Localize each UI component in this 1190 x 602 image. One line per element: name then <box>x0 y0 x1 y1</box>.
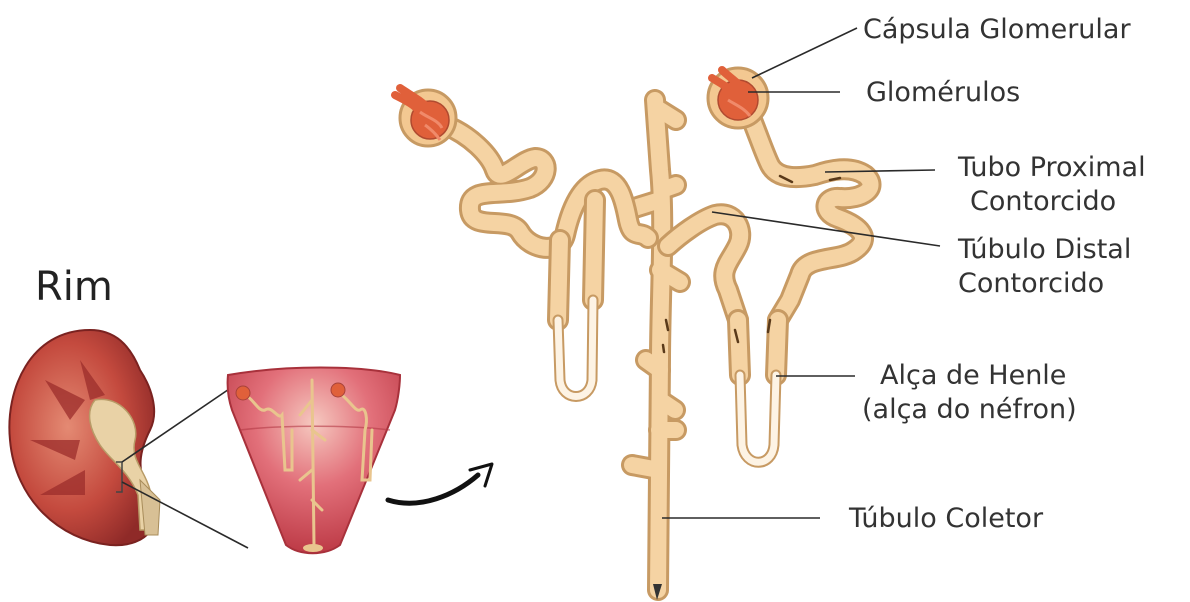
nephron-illustration <box>395 68 871 600</box>
renal-pyramid-inset <box>228 368 400 554</box>
zoom-arrow <box>388 464 492 503</box>
kidney-title: Rim <box>35 264 113 310</box>
label-tubo-proximal-2: Contorcido <box>970 186 1116 217</box>
label-glomerulos: Glomérulos <box>866 77 1020 108</box>
kidney-illustration <box>9 330 160 545</box>
label-alca-henle-2: (alça do néfron) <box>862 394 1077 425</box>
label-tubulo-distal-2: Contorcido <box>958 268 1104 299</box>
label-tubo-proximal-1: Tubo Proximal <box>957 152 1146 183</box>
label-tubulo-distal-1: Túbulo Distal <box>957 234 1131 265</box>
leader-capsula <box>752 28 857 78</box>
label-tubulo-coletor: Túbulo Coletor <box>848 503 1044 534</box>
label-alca-henle-1: Alça de Henle <box>880 360 1066 391</box>
label-capsula-glomerular: Cápsula Glomerular <box>863 14 1131 45</box>
